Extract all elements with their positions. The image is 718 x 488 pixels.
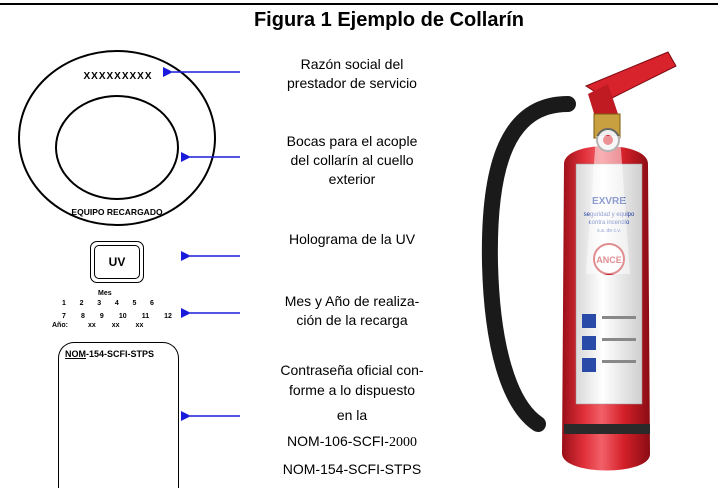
collar-inner-ring [55,95,179,200]
instruction-icon [602,360,636,363]
anio-value: xx [111,322,120,329]
nom106-prefix: NOM-106-SCFI- [287,433,389,449]
collar-ring-text: EQUIPO RECARGADO [71,207,163,217]
months-grid: 1 2 3 4 5 6 7 8 9 10 11 12 [56,297,176,323]
month: 2 [79,300,84,307]
label-holograma: Holograma de la UV [288,231,416,247]
month: 10 [118,313,127,320]
label-line: del collarín al cuello [290,152,414,168]
label-line: Bocas para el acople [286,133,418,149]
figure-title: Figura 1 Ejemplo de Collarín [253,9,525,31]
top-rule [0,3,718,5]
label-nom154: NOM-154-SCFI-STPS [282,461,422,477]
instruction-icon [582,336,596,350]
label-nom106: NOM-106-SCFI-2000 [244,428,460,456]
fire-extinguisher-image: EXVRE seguridad y equipo contra incendio… [481,51,677,471]
label-line: exterior [328,171,376,187]
months-row-1: 1 2 3 4 5 6 [62,297,154,310]
label-line: Razón social del [300,56,404,72]
nom-suffix: -154-SCFI-STPS [86,349,155,359]
anio-value: xx [135,322,144,329]
month: 12 [164,313,172,320]
label-line: ción de la recarga [296,312,408,328]
label-bocas: Bocas para el acople del collarín al cue… [244,132,460,189]
instruction-icon [582,358,596,372]
mes-label: Mes [98,290,112,297]
label-contrasena: Contraseña oficial con- forme a lo dispu… [244,360,460,482]
nom106-year: 2000 [388,435,417,450]
month: 4 [114,300,119,307]
collar-brand-placeholder: XXXXXXXXX [83,71,153,82]
label-mes-anio: Mes y Año de realiza- ción de la recarga [244,292,460,330]
instruction-icon [602,338,636,341]
month: 11 [141,313,150,320]
months-row-2: 7 8 9 10 11 12 [62,310,172,323]
month: 9 [99,313,104,320]
month: 5 [132,300,137,307]
month: 7 [62,313,66,320]
label-line: Mes y Año de realiza- [284,293,420,309]
base-band [564,424,650,434]
label-line: Contraseña oficial con- [280,362,424,378]
nom-prefix: NOM [65,349,86,359]
label-line: prestador de servicio [287,75,417,91]
nom-box: NOM-154-SCFI-STPS [58,342,179,488]
instruction-icon [582,314,596,328]
anio-row: Año: xx xx xx [52,322,143,329]
nom-text: NOM-154-SCFI-STPS [65,349,154,359]
label-line: en la [336,407,368,423]
month: 6 [150,300,154,307]
month: 1 [62,300,66,307]
hologram-box: UV [90,241,144,283]
label-razon-social: Razón social del prestador de servicio [244,55,460,93]
month: 8 [80,313,85,320]
instruction-icon [602,316,636,319]
anio-label: Año: [52,322,68,329]
hologram-label: UV [94,245,140,279]
month: 3 [97,300,102,307]
hose [481,96,576,432]
collar-tag [586,136,630,274]
anio-value: xx [87,322,96,329]
collar-outer-ring [18,50,216,226]
label-line: forme a lo dispuesto [288,382,416,398]
